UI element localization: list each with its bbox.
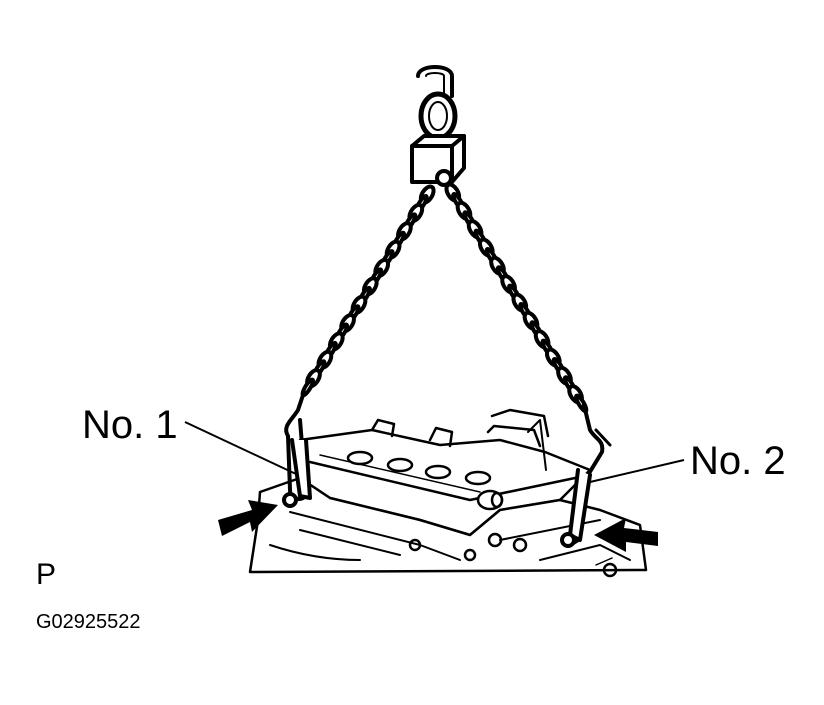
- left-chain: [300, 184, 436, 398]
- label-no2: No. 2: [690, 439, 786, 483]
- leader-line-no1: [184, 421, 297, 475]
- engine-cylinder-head: [248, 408, 648, 578]
- right-chain: [444, 182, 589, 414]
- arrow-right-icon: [594, 518, 658, 552]
- lifting-ring: [418, 91, 458, 141]
- shackle-block: [410, 134, 466, 187]
- hook-no1: [282, 390, 312, 508]
- arrow-left-icon: [218, 500, 278, 536]
- lifting-ring-top: [416, 65, 454, 98]
- label-no1: No. 1: [82, 403, 178, 447]
- hook-no2: [560, 403, 612, 548]
- figure-code: G02925522: [36, 611, 141, 633]
- leader-line-no2: [589, 459, 685, 483]
- view-marker: P: [36, 558, 56, 591]
